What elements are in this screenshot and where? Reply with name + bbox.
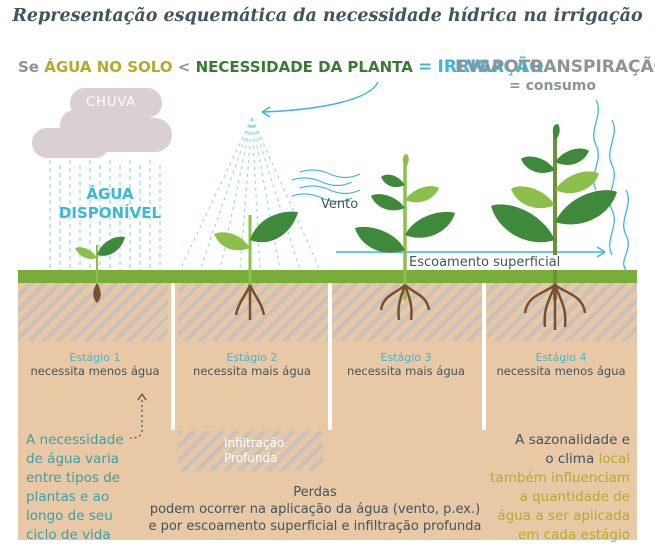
consumo-label: = consumo	[509, 78, 596, 94]
grass-strip	[18, 270, 637, 283]
chuva-label: CHUVA	[86, 95, 137, 110]
right-note-line-1: A sazonalidade e	[515, 432, 630, 448]
stage-3-need: necessita mais água	[347, 364, 465, 378]
escoamento-label: Escoamento superficial	[407, 255, 563, 270]
perdas-title: Perdas	[293, 485, 337, 500]
stage-1-name: Estágio 1	[69, 351, 121, 364]
right-note-clima: o clima	[545, 451, 595, 467]
root-zone-stage-1	[18, 283, 168, 341]
stage-4-block: Estágio 4 necessita menos água	[486, 351, 636, 378]
right-note-line-4: a quantidade de	[519, 489, 630, 505]
infiltracao-line-2: Profunda	[224, 451, 278, 465]
plant-stage-4	[491, 124, 617, 330]
diagram-title: Representação esquemática da necessidade…	[12, 6, 643, 26]
right-note: A sazonalidade e o clima local também in…	[470, 431, 630, 545]
stage-4-need: necessita menos água	[496, 364, 626, 378]
stage-2-block: Estágio 2 necessita mais água	[177, 351, 327, 378]
stage-3-name: Estágio 3	[380, 351, 432, 364]
stage-2-name: Estágio 2	[226, 351, 278, 364]
stage-1-need: necessita menos água	[30, 364, 160, 378]
right-note-line-2: o clima local	[470, 450, 630, 469]
right-note-local: local	[598, 451, 630, 467]
agua-disponivel-label: ÁGUA DISPONÍVEL	[55, 185, 165, 223]
root-zone-stage-4	[487, 283, 637, 341]
stage-4-name: Estágio 4	[535, 351, 587, 364]
plant-stage-2	[214, 211, 298, 320]
left-note-line-6: ciclo de vida	[26, 527, 111, 543]
stage-1-block: Estágio 1 necessita menos água	[20, 351, 170, 378]
formula-equals: =	[418, 57, 433, 77]
formula-less-than: <	[177, 58, 191, 76]
perdas-line-2: e por escoamento superficial e infiltraç…	[148, 519, 482, 534]
formula-se: Se	[18, 58, 39, 76]
plant-stage-3	[355, 154, 455, 321]
left-note: A necessidade de água varia entre tipos …	[26, 431, 156, 545]
note-arrow	[129, 400, 143, 439]
perdas-block: Perdas podem ocorrer na aplicação da águ…	[140, 484, 490, 535]
formula-necessidade-planta: NECESSIDADE DA PLANTA	[195, 58, 413, 76]
vento-label: Vento	[321, 197, 359, 212]
agua-disponivel-line-2: DISPONÍVEL	[58, 204, 162, 222]
wind-lines	[291, 169, 361, 203]
left-note-line-3: entre tipos de	[26, 470, 121, 486]
agua-disponivel-line-1: ÁGUA	[86, 185, 134, 203]
left-note-line-2: de água varia	[26, 451, 119, 467]
formula-irrigacao: IRRIGAÇÃO	[437, 57, 544, 77]
right-note-line-5: água a ser aplicada	[497, 508, 630, 524]
plant-stage-1	[75, 236, 125, 303]
left-note-line-5: longo de seu	[26, 508, 113, 524]
stage-3-block: Estágio 3 necessita mais água	[331, 351, 481, 378]
irrigation-formula: Se ÁGUA NO SOLO < NECESSIDADE DA PLANTA …	[18, 57, 544, 77]
evapotranspiracao-label: EVAPOTRANSPIRAÇÃO	[455, 57, 655, 77]
infiltracao-line-1: Infiltração	[224, 436, 285, 450]
deep-infiltration-zone	[178, 431, 323, 471]
infiltracao-label: Infiltração Profunda	[224, 436, 284, 466]
right-note-line-3: também influenciam	[490, 470, 630, 486]
right-note-line-6: em cada estágio	[517, 527, 630, 543]
evaporation-waves	[593, 99, 629, 271]
formula-agua-no-solo: ÁGUA NO SOLO	[44, 58, 173, 76]
rain-clouds	[32, 88, 172, 158]
stage-2-need: necessita mais água	[193, 364, 311, 378]
left-note-line-1: A necessidade	[26, 432, 124, 448]
perdas-line-1: podem ocorrer na aplicação da água (vent…	[149, 502, 481, 517]
irrigation-arrow	[261, 81, 379, 113]
left-note-line-4: plantas e ao	[26, 489, 110, 505]
